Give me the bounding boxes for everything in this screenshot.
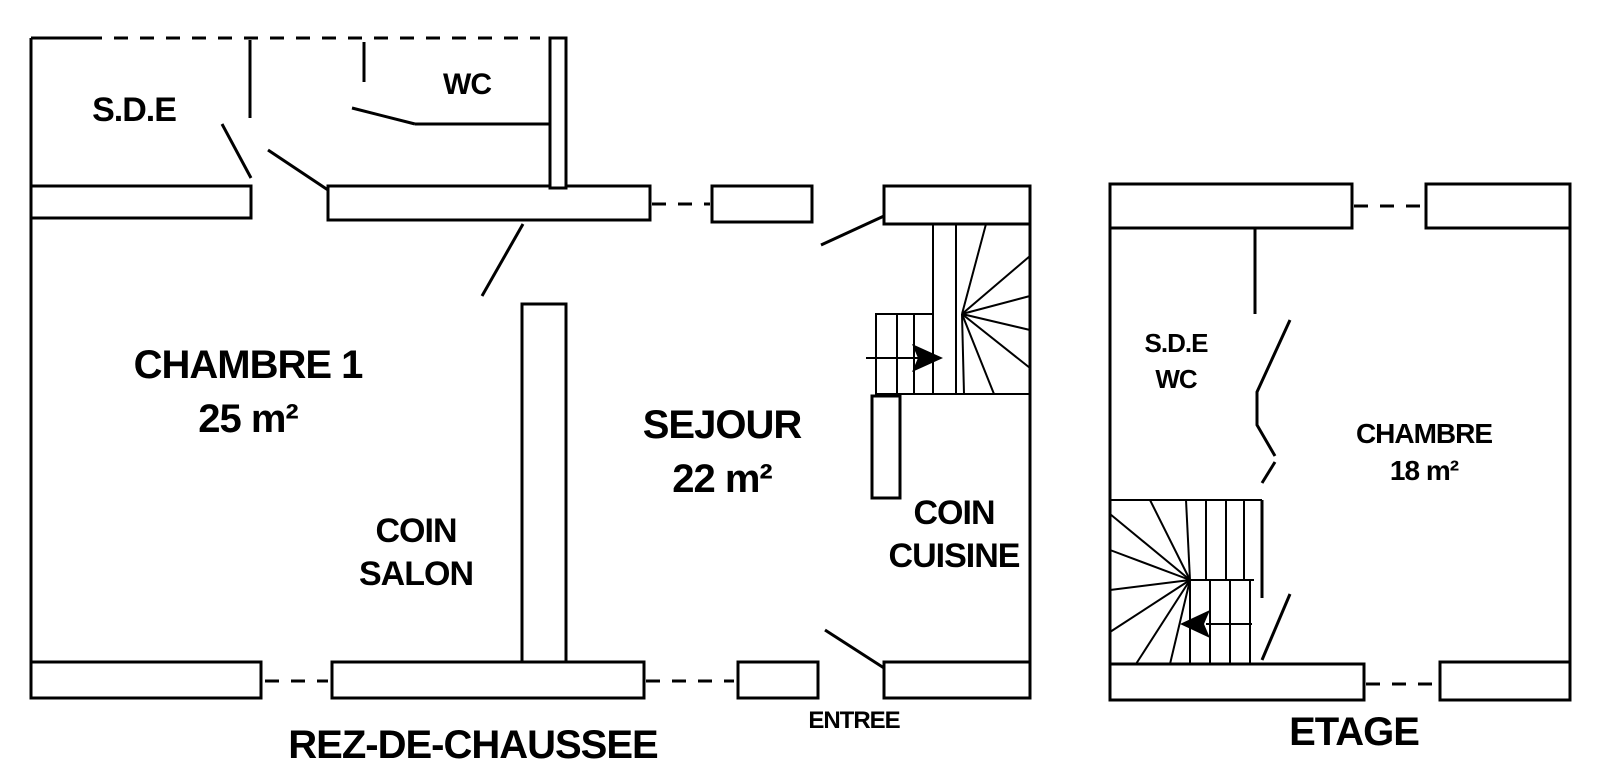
upper-wall-south-2 bbox=[1438, 660, 1572, 702]
upper-wall-south-1 bbox=[1108, 662, 1366, 702]
stair-winder bbox=[961, 295, 1031, 315]
upper-stair-winder bbox=[1185, 499, 1191, 581]
room-label-chambre-1: CHAMBRE 1 bbox=[134, 343, 364, 387]
stair-winder bbox=[961, 313, 995, 395]
upper-stair-winder bbox=[1109, 579, 1191, 591]
stair-outline bbox=[875, 224, 1030, 395]
wall-sejour-north-pier bbox=[710, 184, 814, 224]
room-label-upper-sde: S.D.E bbox=[1145, 328, 1209, 358]
upper-stair-winder bbox=[1169, 579, 1191, 665]
wall-south-1 bbox=[29, 660, 263, 700]
upper-partition-mid bbox=[1260, 461, 1277, 484]
stair-winder bbox=[961, 313, 1031, 369]
upper-door-stair bbox=[1260, 593, 1292, 661]
room-label-wc: WC bbox=[443, 68, 491, 101]
door-wc bbox=[351, 106, 416, 126]
wall-south-2 bbox=[330, 660, 646, 700]
room-label-upper-wc: WC bbox=[1155, 364, 1198, 394]
stair-kitchen-wall bbox=[870, 394, 902, 500]
stair-arrow-head bbox=[912, 344, 943, 372]
room-label-coin-cuisine-1: COIN bbox=[914, 494, 995, 532]
wall-chambre-north bbox=[326, 184, 652, 222]
room-label-coin-cuisine-2: CUISINE bbox=[889, 537, 1020, 575]
wall-sde-south bbox=[29, 184, 253, 220]
wall-cuisine-north bbox=[882, 184, 1032, 226]
upper-wall-north-2 bbox=[1424, 182, 1572, 230]
room-area-sejour: 22 m² bbox=[672, 457, 772, 501]
room-area-chambre-1: 25 m² bbox=[198, 397, 298, 441]
room-label-sejour: SEJOUR bbox=[643, 403, 803, 447]
door-entree bbox=[824, 628, 885, 670]
stair-winder bbox=[961, 313, 1031, 331]
upper-stair-winder bbox=[1109, 549, 1191, 581]
door-chambre-1 bbox=[480, 223, 525, 297]
upper-floor-title: ETAGE bbox=[1289, 710, 1419, 754]
wall-south-4 bbox=[882, 660, 1032, 700]
upper-stair-winder bbox=[1109, 579, 1191, 633]
room-area-upper-chambre: 18 m² bbox=[1390, 455, 1459, 486]
upper-stair-winder bbox=[1109, 513, 1191, 581]
entrance-label: ENTREE bbox=[808, 707, 900, 734]
upper-floor-plan: S.D.E WC CHAMBRE 18 m² ETAGE bbox=[1108, 182, 1572, 754]
room-label-upper-chambre: CHAMBRE bbox=[1356, 418, 1492, 449]
wall-chambre-salon bbox=[520, 302, 568, 666]
stair-winder bbox=[961, 223, 987, 315]
upper-door-sde bbox=[1255, 319, 1292, 457]
room-label-sde: S.D.E bbox=[92, 91, 176, 129]
upper-stair-winder bbox=[1149, 499, 1191, 581]
wall-south-3 bbox=[736, 660, 820, 700]
door-sejour-north bbox=[820, 214, 885, 247]
staircase-ground bbox=[866, 223, 1031, 500]
wall-wc-east bbox=[548, 36, 568, 190]
room-label-coin-salon-2: SALON bbox=[359, 555, 473, 593]
room-label-coin-salon-1: COIN bbox=[376, 512, 457, 550]
stair-winder bbox=[961, 255, 1031, 315]
upper-stair-arrow-head bbox=[1180, 610, 1210, 638]
stair-winder bbox=[961, 313, 965, 395]
ground-floor-title: REZ-DE-CHAUSSEE bbox=[288, 723, 658, 767]
upper-wall-north-1 bbox=[1108, 182, 1354, 230]
door-sde bbox=[220, 123, 253, 179]
upper-stair-winder bbox=[1135, 579, 1191, 665]
staircase-upper bbox=[1109, 499, 1262, 665]
door-chambre-corridor bbox=[267, 148, 329, 192]
ground-floor-plan: S.D.E WC CHAMBRE 1 25 m² SEJOUR 22 m² CO… bbox=[29, 36, 1032, 767]
